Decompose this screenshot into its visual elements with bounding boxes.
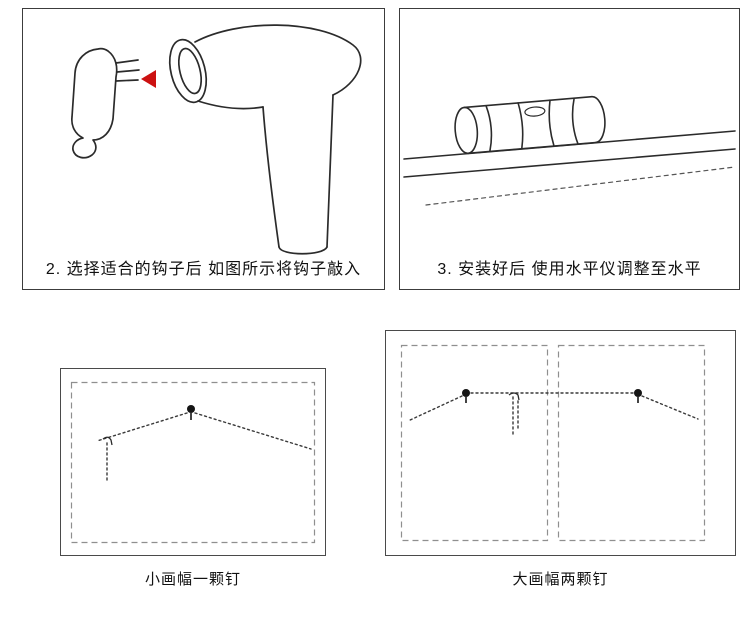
panel-step3: 3. 安装好后 使用水平仪调整至水平 — [399, 8, 740, 290]
small-picture-illustration — [70, 381, 316, 544]
large-picture-illustration — [400, 344, 706, 542]
wire-end-hook — [102, 436, 113, 446]
hammer-illustration — [168, 24, 362, 255]
dotted-hanging-wire — [407, 392, 699, 436]
step3-illustration — [403, 95, 736, 206]
large-picture-diagram — [385, 330, 736, 556]
small-picture-diagram — [60, 368, 326, 556]
nail-dot-left — [462, 389, 470, 403]
picture-outline-dashed — [70, 381, 316, 544]
large-picture-caption: 大画幅两颗钉 — [512, 571, 609, 588]
picture-hook-illustration — [71, 47, 140, 159]
step2-illustration — [71, 24, 362, 255]
nail-dot-right — [634, 389, 642, 403]
nail-dot — [187, 405, 195, 420]
red-left-arrow — [141, 70, 156, 88]
step3-caption: 3. 安装好后 使用水平仪调整至水平 — [437, 261, 702, 278]
step2-caption: 2. 选择适合的钩子后 如图所示将钩子敲入 — [45, 261, 362, 278]
panel-step2: 2. 选择适合的钩子后 如图所示将钩子敲入 — [22, 8, 385, 290]
dotted-hanging-wire — [96, 412, 312, 484]
picture-outline-dashed-left — [400, 344, 549, 542]
frame-edge-lines — [403, 130, 736, 206]
spirit-level-illustration — [454, 95, 606, 155]
small-picture-caption: 小画幅一颗钉 — [144, 571, 241, 588]
picture-outline-dashed-right — [557, 344, 706, 542]
wire-end-hook — [508, 392, 520, 401]
